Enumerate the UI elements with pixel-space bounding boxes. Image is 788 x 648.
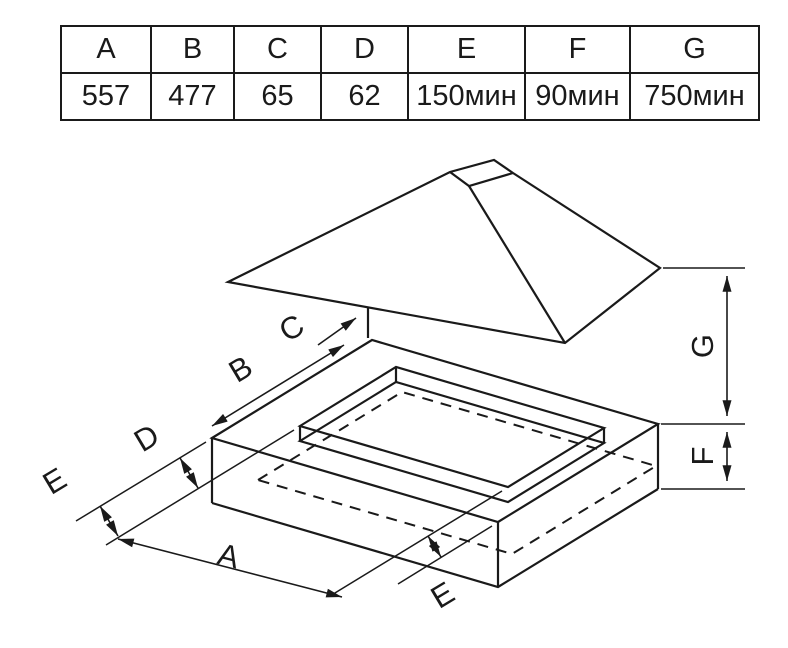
extension-left-cutout	[105, 429, 295, 546]
table-value-c: 65	[233, 72, 322, 121]
table-value-b: 477	[150, 72, 235, 121]
worktop-bottom-edges	[211, 488, 659, 589]
isometric-installation-drawing: A B C D E E G	[37, 158, 745, 616]
dimension-b: B	[211, 344, 345, 427]
dimension-d-label: D	[128, 417, 165, 459]
table-header-c: C	[233, 25, 322, 74]
dimension-e-bottom-label: E	[425, 575, 461, 616]
dimension-f-label: F	[685, 447, 720, 466]
dimension-g-label: G	[685, 334, 720, 358]
table-value-f: 90мин	[524, 72, 631, 121]
hidden-hob-outline	[255, 390, 659, 556]
dimension-c-label: C	[273, 307, 310, 349]
dimension-e-left-line	[99, 505, 119, 537]
table-value-g: 750мин	[629, 72, 760, 121]
cutout	[297, 365, 607, 504]
hood-front-edge	[468, 185, 566, 344]
table-value-d: 62	[320, 72, 409, 121]
table-header-b: B	[150, 25, 235, 74]
worktop-top-surface	[209, 338, 661, 524]
dimension-g: G	[685, 276, 732, 416]
dimension-d-line	[179, 457, 199, 489]
hood	[224, 158, 662, 345]
dimension-c-arrow	[317, 317, 357, 346]
table-header-f: F	[524, 25, 631, 74]
worktop	[209, 338, 661, 589]
dimension-e-left-label: E	[37, 461, 73, 502]
extension-left-outer	[75, 441, 207, 522]
cutout-wall-edges	[298, 367, 606, 443]
table-header-row: A B C D E F G	[60, 25, 760, 74]
table-header-g: G	[629, 25, 760, 74]
table-header-e: E	[407, 25, 526, 74]
table-value-a: 557	[60, 72, 152, 121]
dimension-c: C	[273, 307, 357, 349]
dimension-a-line	[117, 538, 343, 598]
table-header-d: D	[320, 25, 409, 74]
table-header-a: A	[60, 25, 152, 74]
table-value-e: 150мин	[407, 72, 526, 121]
dimension-f: F	[685, 432, 732, 481]
dimension-b-line	[211, 344, 345, 427]
dimension-b-label: B	[223, 349, 259, 390]
dimension-table: A B C D E F G 557 477 65 62 150мин 90мин…	[60, 25, 760, 121]
extension-front-outer	[397, 525, 493, 585]
extension-front-cutout	[329, 490, 503, 597]
extension-lines	[75, 267, 745, 597]
hood-top-opening	[449, 171, 514, 188]
dimension-a: A	[117, 536, 343, 598]
dimension-e-left: E	[37, 461, 119, 537]
dimension-e-bottom-line	[427, 535, 442, 558]
hob-body-hidden-edge	[255, 390, 659, 556]
table-value-row: 557 477 65 62 150мин 90мин 750мин	[60, 72, 760, 121]
